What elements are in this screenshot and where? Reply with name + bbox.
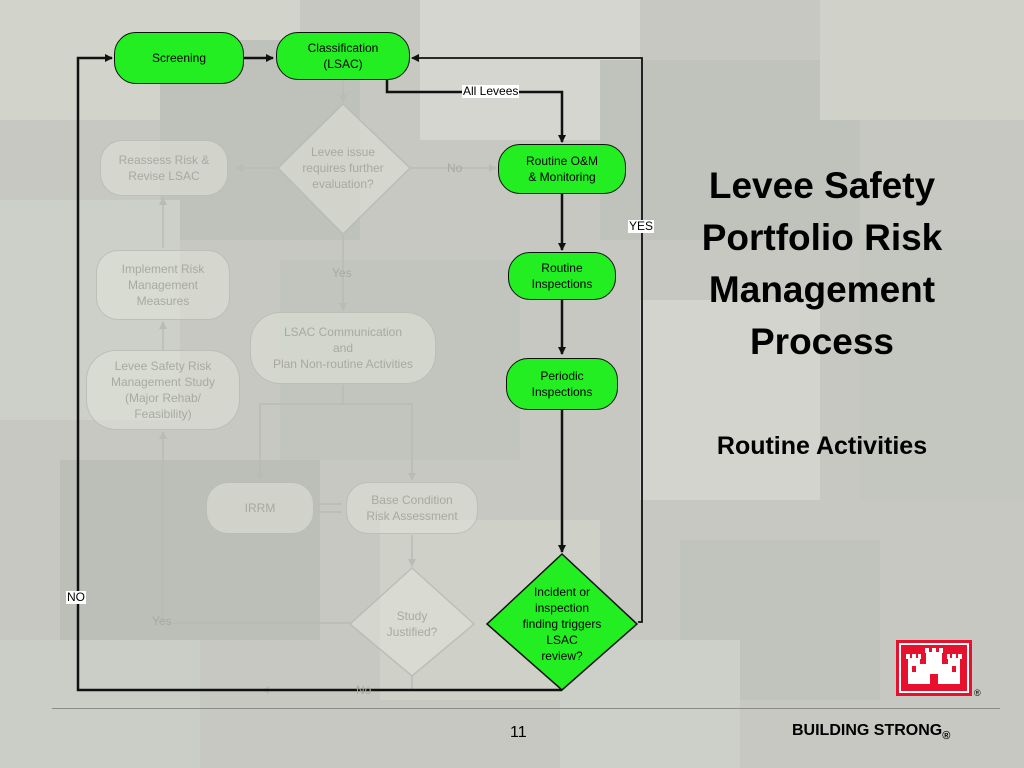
tagline-text: BUILDING STRONG bbox=[792, 722, 943, 739]
arrow-lsac-to-branches bbox=[256, 385, 344, 481]
no-levee-issue-label: No bbox=[447, 161, 463, 175]
levee-issue-diamond bbox=[276, 102, 412, 236]
arrow-study-no bbox=[261, 676, 413, 694]
base-condition-label: Base Condition Risk Assessment bbox=[366, 493, 458, 523]
logo-registered-mark: ® bbox=[974, 688, 981, 698]
irrm-node: IRRM bbox=[206, 482, 314, 534]
arrow-incident-no-loop bbox=[76, 54, 562, 692]
reassess-risk-label: Reassess Risk & Revise LSAC bbox=[118, 153, 210, 183]
screening-label: Screening bbox=[151, 51, 207, 65]
lsac-communication-label: LSAC Communication and Plan Non-routine … bbox=[272, 325, 414, 371]
footer-divider bbox=[52, 708, 1000, 709]
yes-incident-label: YES bbox=[628, 219, 655, 233]
tagline-registered-mark: ® bbox=[942, 730, 951, 743]
base-condition-node: Base Condition Risk Assessment bbox=[346, 482, 478, 534]
levee-issue-label: Levee issue requires further evaluation? bbox=[302, 145, 384, 191]
levee-issue-text: Levee issue requires further evaluation? bbox=[290, 140, 396, 196]
periodic-inspections-node: Periodic Inspections bbox=[506, 358, 618, 410]
page-number: 11 bbox=[510, 724, 527, 741]
slide-title: Levee Safety Portfolio Risk Management P… bbox=[701, 165, 943, 362]
yes-levee-issue-label: Yes bbox=[332, 266, 352, 280]
incident-decision-text: Incident or inspection finding triggers … bbox=[504, 582, 620, 666]
risk-study-label: Levee Safety Risk Management Study (Majo… bbox=[110, 359, 216, 421]
classification-label: Classification (LSAC) bbox=[307, 41, 379, 71]
slide-subtitle: Routine Activities bbox=[716, 432, 928, 460]
arrow-study-yes bbox=[159, 431, 350, 624]
yes-study-label: Yes bbox=[152, 614, 172, 628]
building-strong-tagline: BUILDING STRONG® bbox=[792, 722, 950, 742]
routine-om-node: Routine O&M & Monitoring bbox=[498, 144, 626, 194]
study-justified-diamond bbox=[348, 566, 476, 677]
incident-decision-label: Incident or inspection finding triggers … bbox=[522, 585, 602, 663]
classification-node: Classification (LSAC) bbox=[276, 32, 410, 80]
implement-risk-node: Implement Risk Management Measures bbox=[96, 250, 230, 320]
routine-inspections-label: Routine Inspections bbox=[531, 261, 593, 291]
lsac-communication-node: LSAC Communication and Plan Non-routine … bbox=[250, 312, 436, 384]
arrow-incident-yes-loop bbox=[411, 54, 643, 623]
risk-study-node: Levee Safety Risk Management Study (Majo… bbox=[86, 350, 240, 430]
all-levees-label: All Levees bbox=[462, 84, 520, 98]
arrow-lsac-to-base-condition bbox=[343, 403, 416, 481]
usace-castle-logo bbox=[896, 640, 972, 696]
double-arrow-irrm-base bbox=[318, 503, 342, 513]
no-study-label: No bbox=[356, 683, 372, 697]
implement-risk-label: Implement Risk Management Measures bbox=[121, 262, 205, 308]
screening-node: Screening bbox=[114, 32, 244, 84]
routine-om-label: Routine O&M & Monitoring bbox=[525, 154, 599, 184]
routine-inspections-node: Routine Inspections bbox=[508, 252, 616, 300]
study-justified-label: Study Justified? bbox=[386, 609, 438, 639]
study-justified-text: Study Justified? bbox=[372, 604, 452, 644]
periodic-inspections-label: Periodic Inspections bbox=[531, 369, 593, 399]
no-incident-label: NO bbox=[66, 590, 86, 604]
irrm-label: IRRM bbox=[244, 501, 276, 515]
incident-decision-diamond bbox=[485, 552, 639, 691]
reassess-risk-node: Reassess Risk & Revise LSAC bbox=[100, 140, 228, 196]
